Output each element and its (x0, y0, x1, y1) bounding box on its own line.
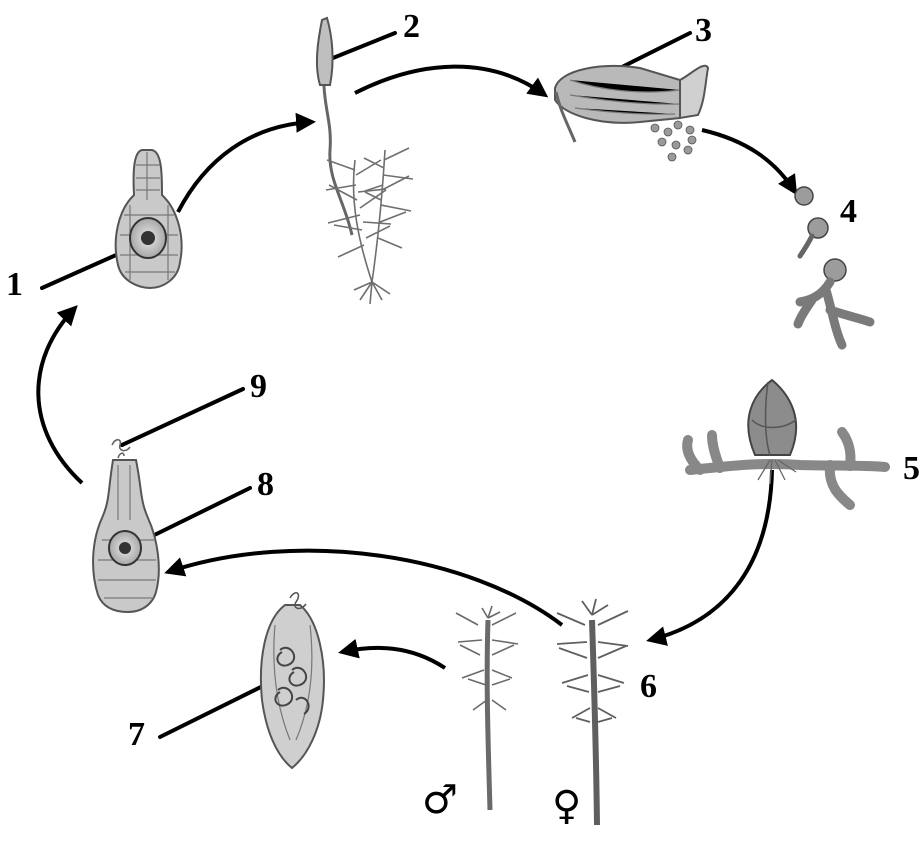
leader-9 (122, 389, 243, 445)
arrow-1-to-2 (178, 122, 312, 212)
label-7: 7 (128, 718, 145, 752)
zygote-archegonium (116, 150, 182, 288)
arrow-5-to-6 (650, 470, 772, 640)
label-5: 5 (903, 452, 920, 486)
arrow-3-to-4 (702, 130, 795, 192)
antheridium (261, 593, 324, 768)
label-8: 8 (257, 468, 274, 502)
arrow-8-to-1 (38, 308, 82, 483)
protonema-with-bud (687, 380, 885, 505)
arrow-6-to-8 (168, 551, 562, 625)
label-2: 2 (403, 10, 420, 44)
male-symbol: ♂ (422, 780, 458, 820)
arrow-6-to-7 (342, 648, 445, 668)
female-symbol: ♀ (552, 786, 581, 826)
arrow-2-to-3 (355, 67, 545, 95)
germinating-spores (795, 187, 870, 345)
capsule-releasing-spores (555, 66, 708, 161)
label-9: 9 (250, 370, 267, 404)
archegonium-with-egg (93, 460, 159, 612)
label-1: 1 (6, 268, 23, 302)
label-6: 6 (640, 670, 657, 704)
leader-2 (323, 33, 395, 62)
male-gametophyte (456, 606, 518, 810)
label-3: 3 (695, 14, 712, 48)
label-4: 4 (840, 195, 857, 229)
sporophyte-on-gametophyte (317, 18, 413, 304)
